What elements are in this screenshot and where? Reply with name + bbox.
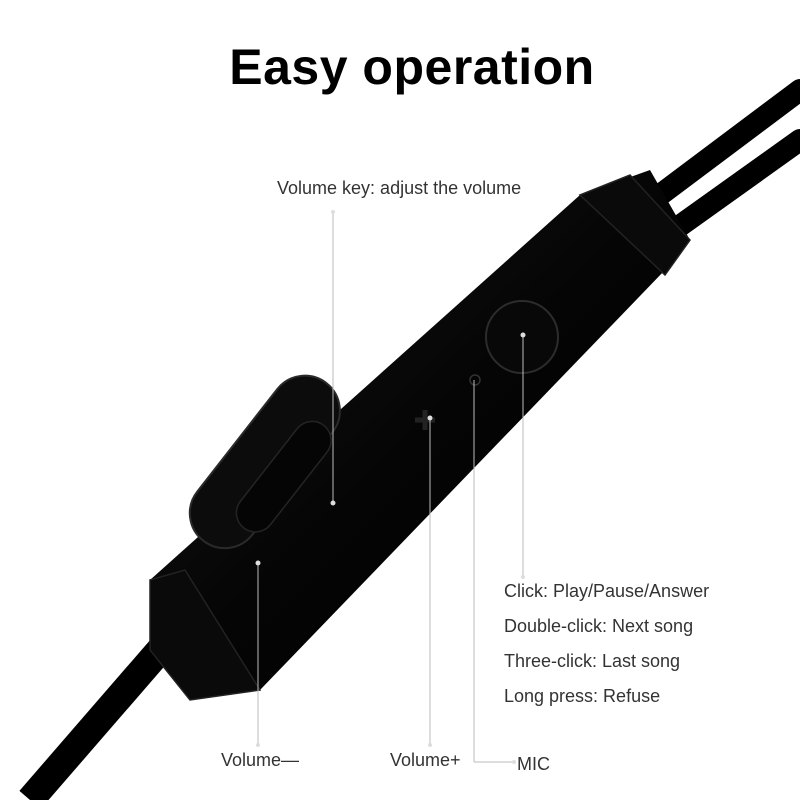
volume-plus-label: Volume+ [390,750,461,770]
volume-key-label: Volume key: adjust the volume [277,178,522,198]
callout-dots [255,210,526,764]
mic-label: MIC [517,754,550,774]
page-title: Easy operation [229,39,595,95]
volume-minus-label: Volume— [221,750,300,770]
function-three-click: Three-click: Last song [504,651,681,671]
cable-upper [629,79,800,221]
function-double-click: Double-click: Next song [504,616,694,636]
cable-bottom [19,640,171,800]
callout-lines [257,212,524,763]
function-long-press: Long press: Refuse [504,686,661,706]
remote-body [149,170,691,701]
volume-rocker[interactable] [176,362,354,563]
function-click: Click: Play/Pause/Answer [504,581,710,601]
mic-hole-icon [469,374,481,386]
plus-icon [415,410,435,430]
cable-lower [649,129,800,251]
